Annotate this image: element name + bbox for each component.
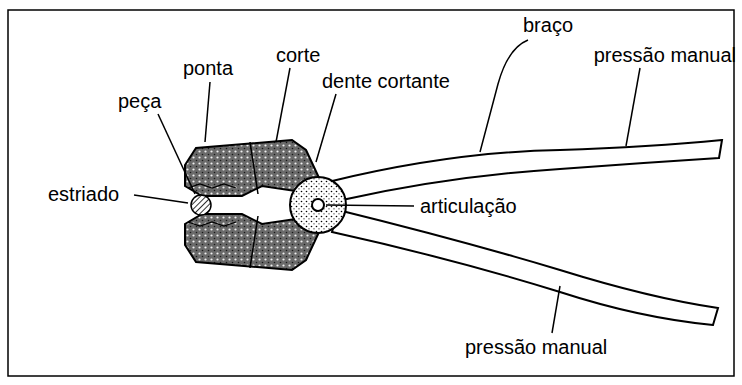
leader-line [276, 68, 290, 142]
serration [188, 184, 236, 188]
part-label: dente cortante [322, 70, 450, 92]
leader-line [158, 114, 195, 194]
leader-line [480, 40, 528, 152]
part-label: estriado [48, 183, 119, 205]
leader-lines [134, 40, 640, 333]
lower-arm [332, 210, 718, 325]
workpiece [191, 195, 211, 215]
part-label: peça [118, 90, 161, 112]
pivot-pin [312, 199, 324, 211]
leader-line [326, 205, 414, 206]
part-label: articulação [420, 195, 517, 217]
leader-line [626, 68, 640, 146]
part-label: corte [276, 44, 320, 66]
upper-arm [328, 140, 722, 200]
part-label: ponta [183, 57, 233, 79]
leader-line [205, 82, 210, 142]
jaw-edge [250, 216, 258, 268]
part-label: braço [523, 14, 573, 36]
serration [188, 222, 236, 226]
leader-line [552, 286, 560, 333]
leader-line [316, 94, 336, 162]
leader-line [134, 195, 188, 203]
part-label: pressão manual [594, 44, 736, 66]
jaw-edge [250, 142, 258, 194]
part-label: pressão manual [465, 336, 607, 358]
